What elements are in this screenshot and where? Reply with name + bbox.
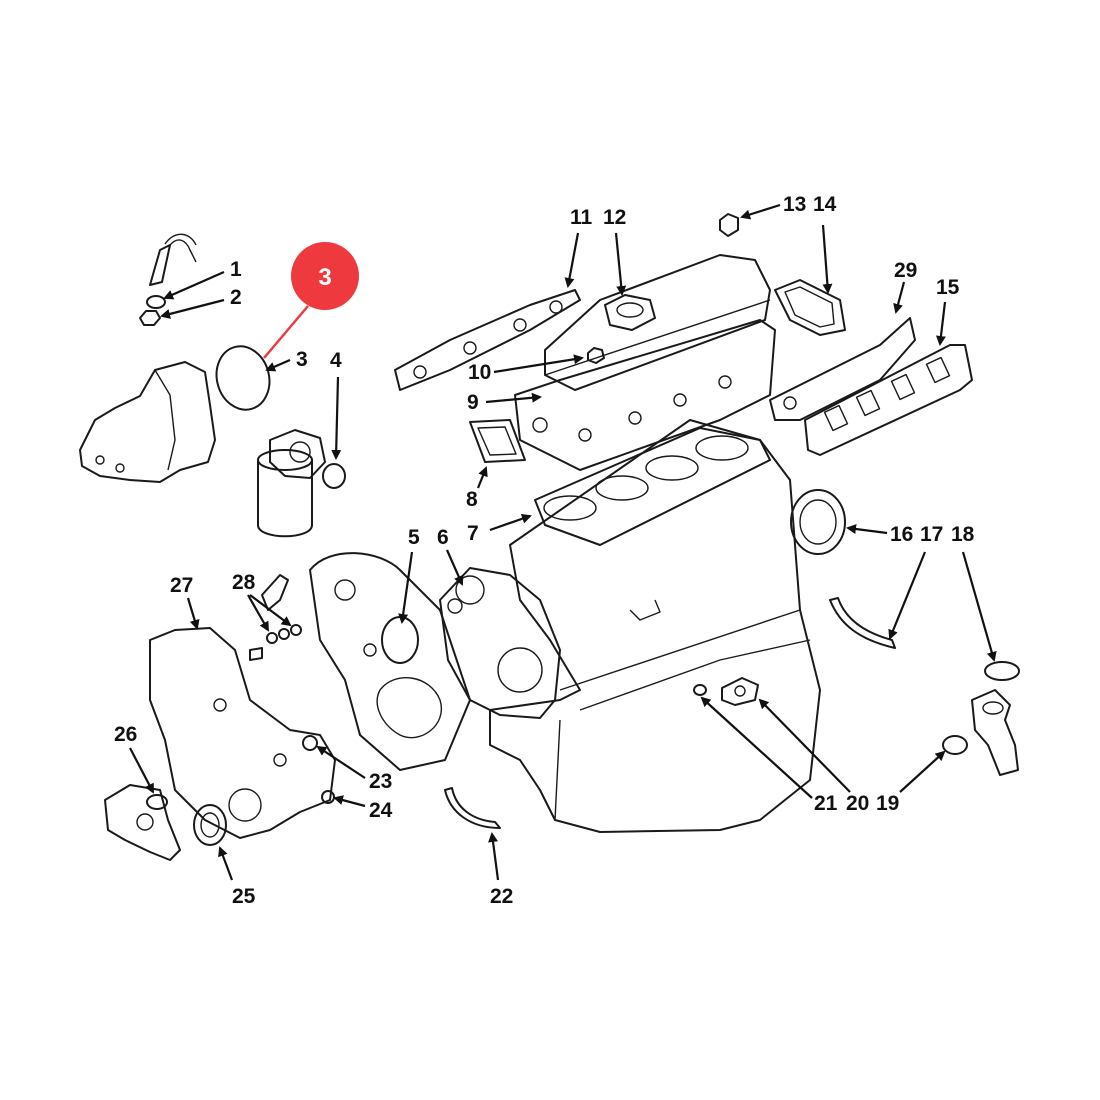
label-25: 25 bbox=[232, 885, 256, 908]
label-29: 29 bbox=[894, 259, 917, 282]
injection-pump-housing bbox=[79, 361, 216, 483]
highlight-callout[interactable]: 3 bbox=[263, 242, 359, 359]
o-ring-19 bbox=[942, 735, 968, 755]
part-labels: 1 2 3 4 5 6 7 8 9 10 11 12 13 14 15 16 1… bbox=[114, 193, 975, 908]
timing-cover-27 bbox=[149, 627, 336, 839]
label-20: 20 bbox=[846, 792, 869, 815]
rocker-cover bbox=[544, 254, 771, 391]
label-21: 21 bbox=[814, 792, 838, 815]
thrust-washer-17 bbox=[829, 597, 896, 649]
nut-13 bbox=[719, 213, 739, 237]
gasket-8 bbox=[469, 419, 526, 463]
manifold-gasket-29 bbox=[769, 317, 916, 421]
nut-10 bbox=[587, 347, 605, 364]
oil-filler-cap-12 bbox=[604, 294, 656, 331]
label-23: 23 bbox=[369, 770, 392, 793]
seal-25 bbox=[193, 804, 227, 846]
label-13: 13 bbox=[783, 193, 806, 216]
label-17: 17 bbox=[920, 523, 943, 546]
gasket-4 bbox=[322, 463, 346, 489]
washer-21 bbox=[693, 684, 707, 696]
label-27: 27 bbox=[170, 574, 193, 597]
label-19: 19 bbox=[876, 792, 899, 815]
leader-lines bbox=[129, 203, 997, 881]
label-4: 4 bbox=[330, 349, 342, 372]
o-ring-3 bbox=[215, 345, 271, 411]
manifold-gasket-11 bbox=[394, 289, 581, 391]
label-18: 18 bbox=[951, 523, 975, 546]
cylinder-block bbox=[489, 419, 821, 833]
label-22: 22 bbox=[490, 885, 513, 908]
label-10: 10 bbox=[468, 361, 491, 384]
washer-23 bbox=[302, 735, 318, 751]
washer-1 bbox=[146, 295, 166, 309]
label-24: 24 bbox=[369, 799, 393, 822]
highlight-leader bbox=[263, 305, 309, 359]
rear-seal-16 bbox=[790, 489, 846, 555]
o-ring-26 bbox=[146, 794, 168, 810]
gasket-14 bbox=[774, 279, 846, 336]
label-8: 8 bbox=[466, 488, 478, 511]
label-3: 3 bbox=[296, 348, 308, 371]
label-9: 9 bbox=[467, 391, 479, 414]
label-1: 1 bbox=[230, 258, 242, 281]
flange-gasket-20 bbox=[721, 677, 759, 706]
front-plate-6 bbox=[439, 567, 561, 719]
label-5: 5 bbox=[408, 526, 420, 549]
label-28: 28 bbox=[232, 571, 256, 594]
seal-5 bbox=[381, 616, 419, 664]
highlight-badge-label: 3 bbox=[318, 264, 331, 291]
highlight-badge[interactable] bbox=[291, 242, 359, 310]
label-12: 12 bbox=[603, 206, 626, 229]
o-ring-18 bbox=[984, 661, 1020, 681]
label-6: 6 bbox=[437, 526, 449, 549]
oil-pickup-elbow bbox=[971, 689, 1019, 776]
water-pump bbox=[104, 784, 181, 861]
label-16: 16 bbox=[890, 523, 913, 546]
bracket-28 bbox=[249, 574, 302, 661]
manifold-gasket-15 bbox=[804, 344, 973, 456]
thrust-washer-22 bbox=[444, 787, 501, 829]
label-7: 7 bbox=[467, 522, 479, 545]
injector-pipe bbox=[149, 233, 197, 286]
oil-filter bbox=[257, 429, 326, 538]
nut-2 bbox=[139, 310, 161, 326]
cylinder-head-9 bbox=[514, 319, 776, 471]
label-15: 15 bbox=[936, 276, 960, 299]
label-26: 26 bbox=[114, 723, 137, 746]
label-2: 2 bbox=[230, 286, 242, 309]
front-plate-gasket-5 bbox=[309, 552, 471, 771]
label-14: 14 bbox=[813, 193, 837, 216]
label-11: 11 bbox=[570, 206, 593, 229]
